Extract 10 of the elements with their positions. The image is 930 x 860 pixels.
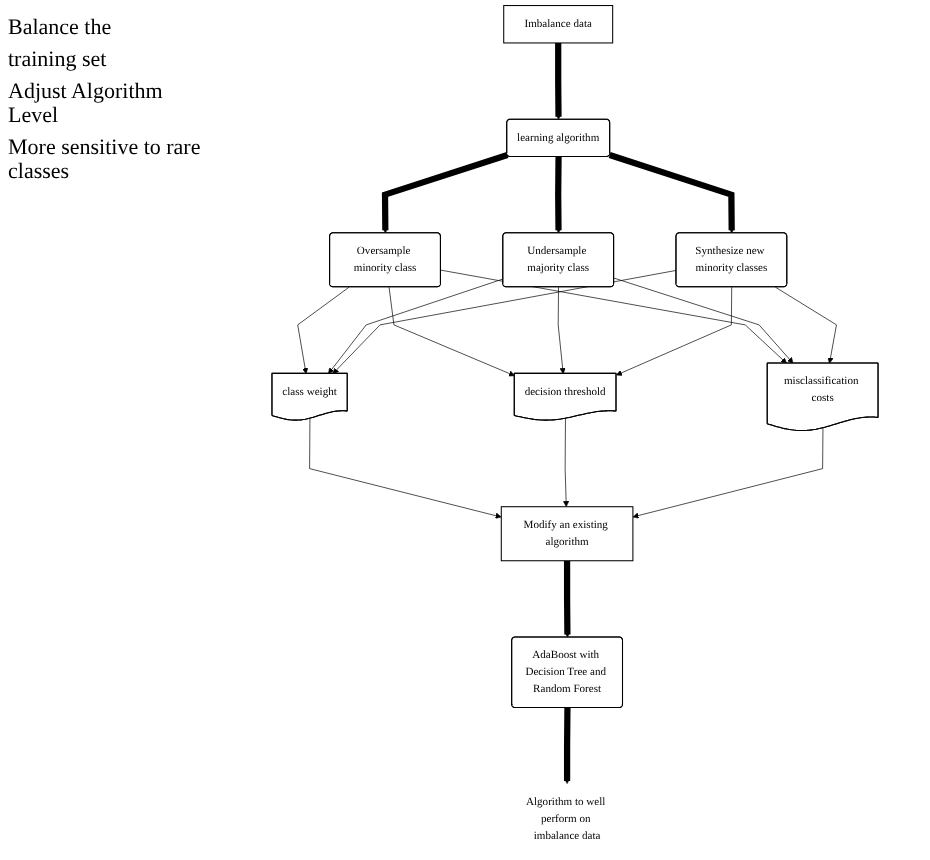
note-text: Balance the <box>8 16 114 40</box>
note-text: Adjust Algorithm Level <box>8 80 165 128</box>
arrow <box>563 560 571 638</box>
arrow <box>381 152 509 234</box>
arrow <box>563 707 571 785</box>
arrow <box>608 152 735 234</box>
arrow <box>555 42 562 120</box>
note-text: training set <box>8 48 109 72</box>
note-text: More sensitive to rare classes <box>8 136 203 184</box>
arrow <box>555 156 562 234</box>
